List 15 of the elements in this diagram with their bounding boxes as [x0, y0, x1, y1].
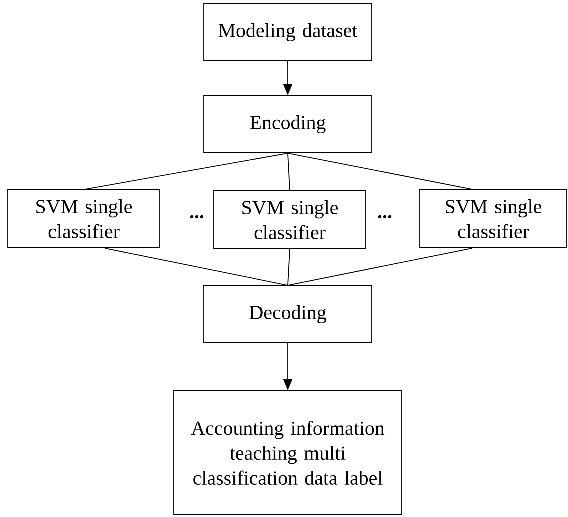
ellipsis-label: ... [190, 215, 204, 219]
ellipsis-label: ... [378, 215, 392, 219]
connector-line [288, 153, 473, 190]
process-box: Modeling dataset [204, 4, 372, 62]
process-box: Encoding [204, 96, 372, 154]
connector-line [288, 248, 473, 286]
process-box: Decoding [204, 286, 372, 344]
connector-line [288, 249, 290, 286]
output-box: Accounting information teaching multi classification data label [174, 390, 402, 516]
connector-line [288, 153, 290, 191]
classifier-box: SVM single classifier [8, 190, 160, 248]
classifier-box: SVM single classifier [420, 190, 568, 248]
classifier-box: SVM single classifier [214, 190, 366, 250]
connector-line [104, 248, 288, 286]
connector-line [84, 153, 288, 190]
